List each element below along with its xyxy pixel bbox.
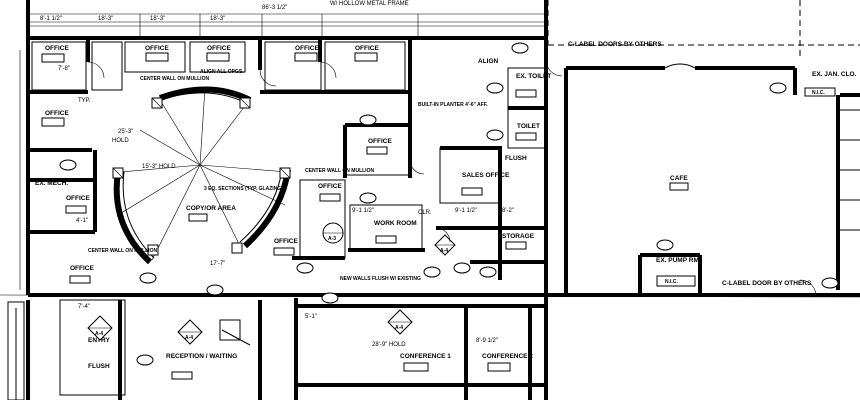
bottom-rooms: ENTRY FLUSH RECEPTION / WAITING CONFEREN… [7, 298, 545, 400]
room-office-2: OFFICE [145, 45, 169, 52]
dim-5-1: 5'-1" [305, 314, 317, 320]
room-office-5: OFFICE [355, 45, 379, 52]
door-swings [87, 59, 817, 297]
room-office-9: OFFICE [368, 138, 392, 145]
note-center-mullion-1: CENTER WALL ON MULLION [140, 76, 209, 82]
dim-6-1-2: 9'-1 1/2" [455, 208, 477, 214]
dim-25-3: 25'-3" [118, 129, 133, 135]
note-clr: CLR. [418, 210, 432, 216]
left-stairs [7, 301, 25, 400]
note-center-mullion-3: CENTER WALL ON MULLION [88, 248, 157, 254]
top-offices: OFFICE OFFICE OFFICE OFFICE OFFICE OFFIC… [30, 38, 412, 152]
room-office-7: OFFICE [66, 195, 90, 202]
middle-rooms: OFFICE OFFICE OFFICE WORK ROOM 9'-1 1/2"… [273, 58, 545, 282]
nic-jan: N.I.C. [812, 90, 825, 96]
section-a4c: A-4 [395, 325, 403, 331]
room-office-10: OFFICE [318, 183, 342, 190]
nic-pump: N.I.C. [665, 279, 678, 285]
dim-4-1: 4'-1" [76, 218, 88, 224]
room-jan-clo: EX. JAN. CLO. [812, 71, 857, 78]
dim-28-9: 28'-9" HOLD [372, 342, 406, 348]
note-center-mullion-2: CENTER WALL ON MULLION [305, 168, 374, 174]
toilet-area: EX. TOILET TOILET C-LABEL DOORS BY OTHER… [507, 41, 662, 149]
section-a4b: A-4 [185, 335, 193, 341]
dim-top-3: 18'-3" [150, 16, 165, 22]
dim-17-7: 17'-7" [210, 261, 225, 267]
radial-lines [117, 87, 289, 261]
note-glazing: 3 EQ. SECTIONS (TYP. GLAZING) [204, 186, 283, 192]
column-markers [112, 97, 291, 256]
room-storage: STORAGE [502, 233, 535, 240]
note-align-all: ALIGN ALL OPGS. [200, 69, 244, 75]
room-office-6: OFFICE [45, 110, 69, 117]
room-conference-2: CONFERENCE 2 [482, 353, 533, 360]
dim-9-1-2: 9'-1 1/2" [352, 208, 374, 214]
cafe-area: CAFE EX. PUMP RM. N.I.C. C-LABEL DOOR BY… [638, 63, 860, 295]
room-work-room: WORK ROOM [374, 220, 417, 227]
room-office-11: OFFICE [274, 238, 298, 245]
section-a4d: A-4 [440, 248, 448, 254]
note-built-in: BUILT-IN PLANTER 4'-6" AFF. [418, 102, 488, 108]
room-conference-1: CONFERENCE 1 [400, 353, 451, 360]
dim-top-note: W/ HOLLOW METAL FRAME [330, 1, 409, 7]
room-office-3: OFFICE [207, 45, 231, 52]
dim-hold: HOLD [112, 138, 129, 144]
room-entry: ENTRY [88, 337, 110, 344]
note-new-walls: NEW WALLS FLUSH W/ EXISTING [340, 276, 421, 282]
room-pump-rm: EX. PUMP RM. [656, 257, 701, 264]
dim-7-9: 7'-8" [58, 66, 70, 72]
room-reception: RECEPTION / WAITING [166, 353, 237, 360]
room-sales-office: SALES OFFICE [462, 172, 510, 179]
room-ex-toilet: EX. TOILET [516, 73, 551, 80]
dim-top-5: 86'-3 1/2" [262, 5, 287, 11]
section-a4: A-4 [95, 331, 103, 337]
section-markers: A-3 A-4 A-4 A-4 A-4 [87, 222, 456, 345]
dim-15-3: 15'-3" HOLD [142, 164, 176, 170]
room-ex-mech: EX. MECH. [35, 180, 68, 187]
center-labels: CENTER WALL ON MULLION ALIGN ALL OPGS. C… [58, 66, 374, 267]
section-a3: A-3 [328, 236, 336, 242]
room-toilet: TOILET [517, 123, 540, 130]
note-c-label-doors: C-LABEL DOORS BY OTHERS [568, 41, 662, 48]
note-flush: FLUSH [505, 155, 527, 162]
room-office-4: OFFICE [295, 45, 319, 52]
left-offices: EX. MECH. OFFICE OFFICE 4'-1" [30, 150, 97, 284]
dim-top-2: 18'-3" [98, 16, 113, 22]
note-align: ALIGN [478, 58, 499, 65]
stall-lines [838, 109, 860, 231]
dim-7-4: 7'-4" [78, 304, 90, 310]
note-flush2: FLUSH [88, 363, 110, 370]
room-copy-area: COPY/OR AREA [186, 205, 236, 212]
room-office-1: OFFICE [45, 45, 69, 52]
dim-top-4: 18'-3" [210, 16, 225, 22]
dim-8-9: 8'-9 1/2" [476, 338, 498, 344]
door-tags [59, 42, 839, 366]
note-c-label-door: C-LABEL DOOR BY OTHERS [722, 280, 812, 287]
dimension-lines [0, 0, 860, 298]
room-cafe: CAFE [670, 175, 688, 182]
room-office-8: OFFICE [70, 265, 94, 272]
dim-top-1: 8'-1 1/2" [40, 16, 62, 22]
curved-glazing-walls [112, 86, 291, 265]
dim-8-2: 8'-2" [502, 208, 514, 214]
top-dimension-texts: 8'-1 1/2" 18'-3" 18'-3" 18'-3" 86'-3 1/2… [40, 1, 409, 22]
note-typ: TYP. [78, 98, 91, 104]
